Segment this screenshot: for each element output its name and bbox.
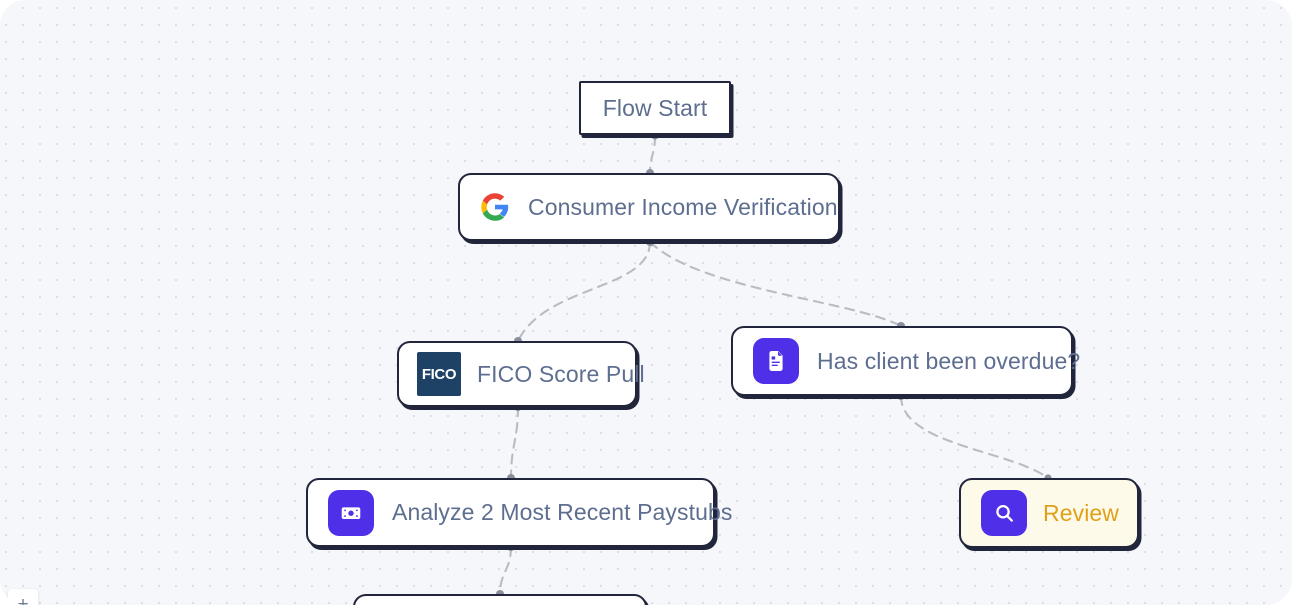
node-flow-start-label: Flow Start	[602, 94, 708, 121]
node-consumer-income-verification-label: Consumer Income Verification	[528, 193, 838, 220]
node-flow-start[interactable]: Flow Start	[579, 81, 731, 135]
fico-icon: FICO	[417, 352, 461, 396]
node-fico-score-pull[interactable]: FICO FICO Score Pull	[397, 341, 645, 407]
node-has-client-been-overdue[interactable]: Has client been overdue?	[731, 326, 1080, 396]
node-has-client-been-overdue-label: Has client been overdue?	[817, 347, 1081, 374]
edge-civ-to-overdue	[648, 240, 903, 328]
banknote-icon-tile	[328, 489, 374, 536]
fico-icon-tile: FICO	[417, 352, 461, 396]
node-analyze-paystubs-label: Analyze 2 Most Recent Paystubs	[392, 499, 733, 525]
google-icon	[480, 192, 510, 222]
document-icon	[753, 338, 799, 384]
fico-icon-text: FICO	[421, 365, 457, 383]
node-review[interactable]: Review	[959, 478, 1139, 548]
document-icon-tile	[753, 338, 799, 384]
node-consumer-income-verification[interactable]: Consumer Income Verification	[458, 173, 840, 241]
zoom-in-button[interactable]: +	[8, 589, 38, 605]
node-review-label: Review	[1043, 499, 1120, 526]
edge-fico-to-paystubs	[509, 405, 520, 480]
search-icon-tile	[981, 490, 1027, 536]
node-analyze-paystubs[interactable]: Analyze 2 Most Recent Paystubs	[306, 478, 732, 547]
node-fico-score-pull-label: FICO Score Pull	[477, 360, 645, 387]
edge-paystubs-to-next	[498, 545, 513, 596]
node-partial-bottom[interactable]	[353, 594, 647, 605]
edge-civ-to-fico	[516, 240, 652, 343]
banknote-icon	[328, 489, 374, 536]
search-icon	[981, 490, 1027, 536]
plus-icon: +	[17, 593, 29, 605]
edge-overdue-to-review	[899, 394, 1050, 480]
edge-flowstart-to-civ	[648, 134, 657, 175]
